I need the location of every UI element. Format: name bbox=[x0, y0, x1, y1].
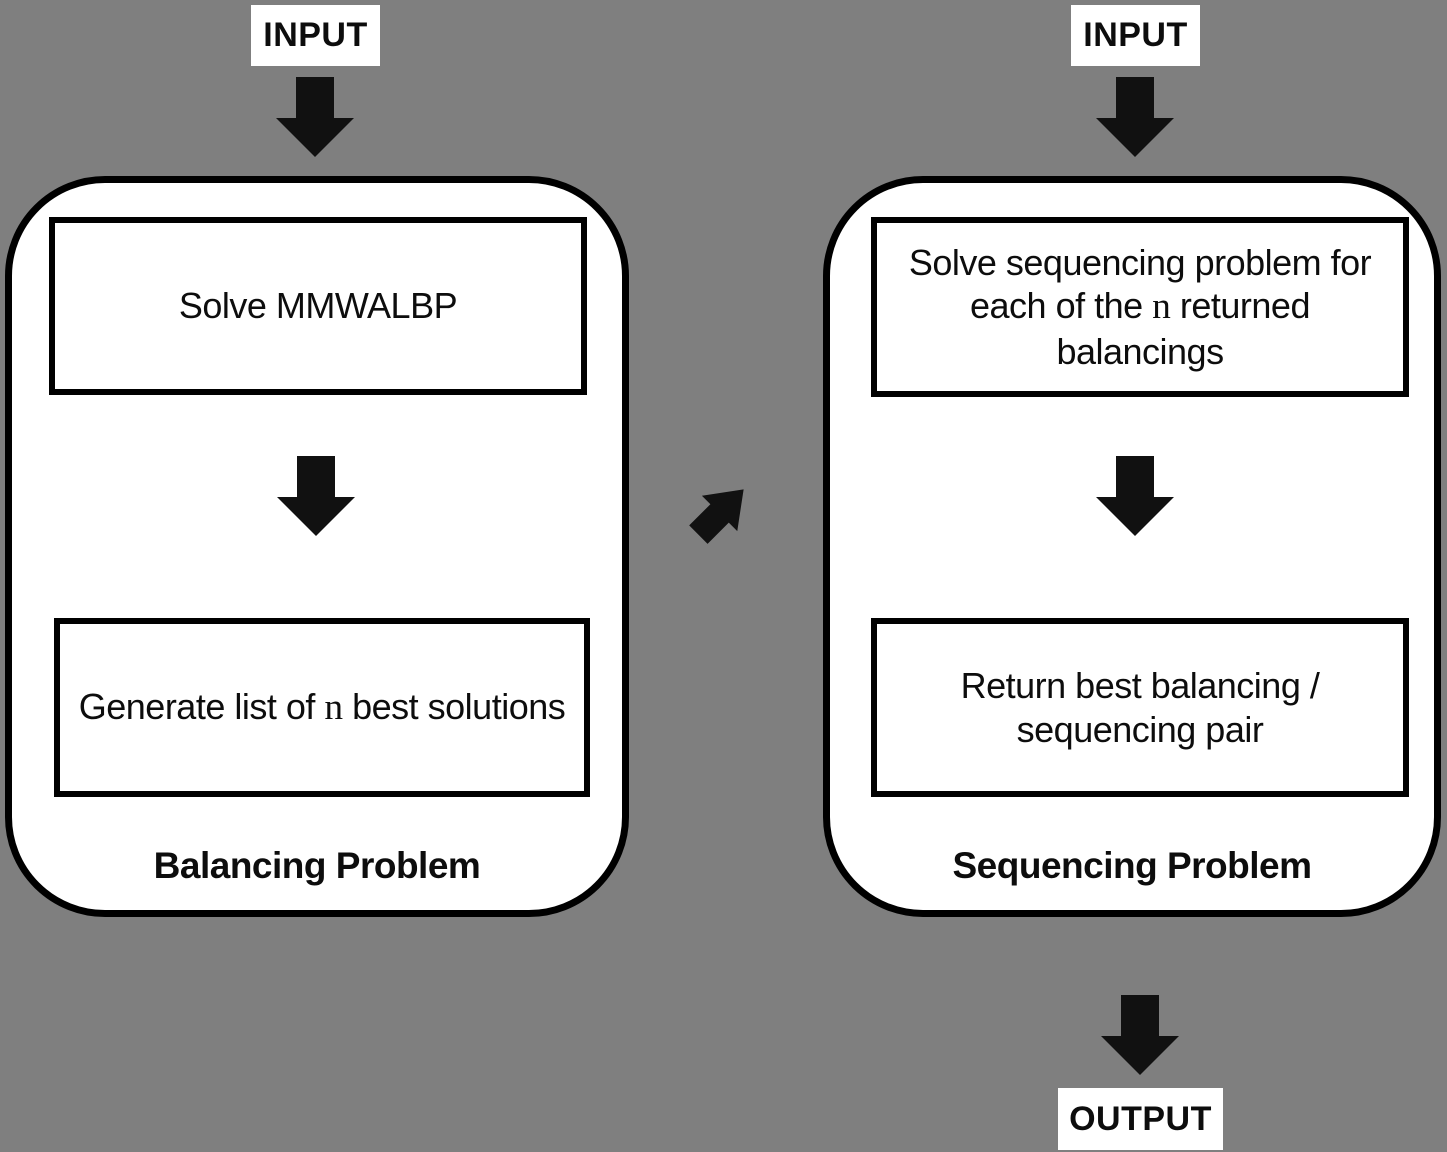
math-var-n: n bbox=[324, 686, 343, 728]
output-label: OUTPUT bbox=[1058, 1088, 1223, 1150]
step-return-best-pair: Return best balancing / sequencing pair bbox=[871, 618, 1409, 797]
balancing-problem-title: Balancing Problem bbox=[153, 845, 481, 886]
step-generate-n-best: Generate list of n best solutions bbox=[54, 618, 590, 797]
step-text-post: returned balancings bbox=[1056, 285, 1310, 372]
input-label-left: INPUT bbox=[251, 5, 380, 66]
step-text: Generate list of n best solutions bbox=[79, 685, 566, 731]
math-var-n: n bbox=[1152, 286, 1171, 328]
down-arrow-icon bbox=[1096, 456, 1174, 536]
up-right-arrow-icon bbox=[681, 472, 761, 552]
input-label-right: INPUT bbox=[1071, 5, 1200, 66]
step-text-post: best solutions bbox=[342, 685, 566, 727]
step-text-pre: Generate list of bbox=[78, 685, 325, 727]
step-text-pre: Solve sequencing problem for each of the bbox=[908, 241, 1372, 327]
step-text: Solve sequencing problem for each of the… bbox=[891, 241, 1389, 373]
sequencing-problem-title: Sequencing Problem bbox=[952, 845, 1312, 886]
down-arrow-icon bbox=[277, 456, 355, 536]
down-arrow-icon bbox=[276, 77, 354, 157]
step-text: Return best balancing / sequencing pair bbox=[960, 665, 1320, 750]
step-solve-sequencing: Solve sequencing problem for each of the… bbox=[871, 217, 1409, 397]
step-text: Solve MMWALBP bbox=[178, 285, 458, 327]
down-arrow-icon bbox=[1101, 995, 1179, 1075]
step-solve-mmwalbp: Solve MMWALBP bbox=[49, 217, 587, 395]
down-arrow-icon bbox=[1096, 77, 1174, 157]
